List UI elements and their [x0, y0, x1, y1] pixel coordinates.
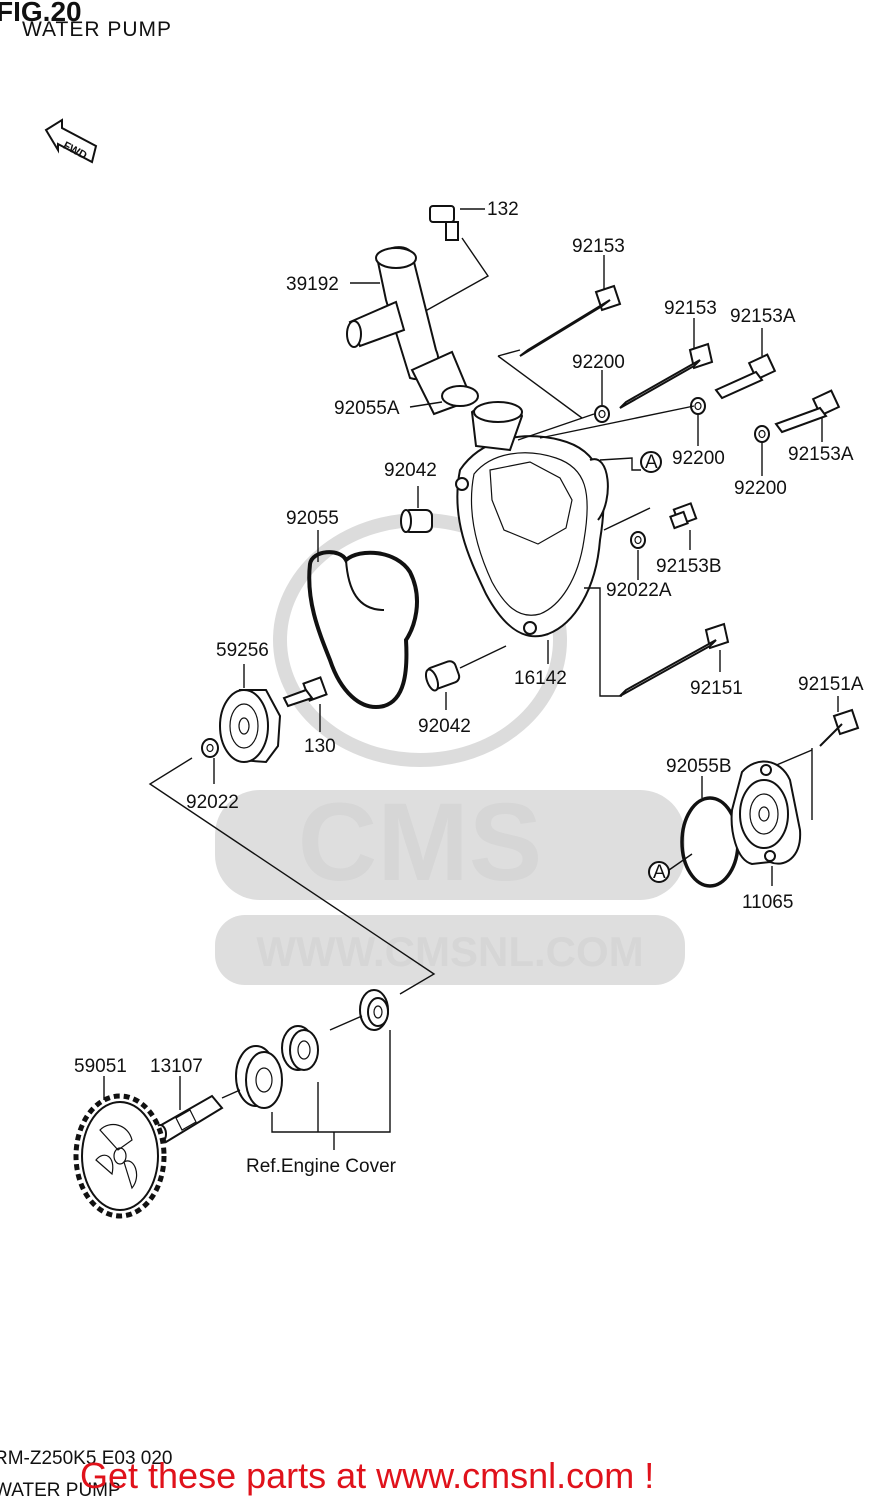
pump-cover-11065: [730, 760, 802, 886]
label-92153A-top: 92153A: [730, 306, 796, 327]
seal-ring: [329, 989, 389, 1031]
label-92200-low: 92200: [734, 478, 787, 499]
impeller-59256: [219, 664, 282, 764]
washer-92022: [201, 738, 219, 758]
washer-92200-low: [754, 425, 770, 443]
label-92042-low: 92042: [418, 716, 471, 737]
gear-59051: [73, 1076, 167, 1219]
ref-code: RM-Z250K5 E03 020: [0, 1448, 173, 1469]
ref-subtitle: WATER PUMP: [0, 1480, 121, 1501]
label-59256: 59256: [216, 640, 269, 661]
promo-link[interactable]: Get these parts at www.cmsnl.com !: [80, 1455, 655, 1496]
pump-housing-16142: [455, 401, 609, 638]
label-39192: 39192: [286, 274, 339, 295]
fwd-arrow-icon: FWD: [44, 118, 98, 164]
bolt-92151: [619, 622, 730, 697]
bolt-130: [282, 676, 328, 732]
watermark-url: WWW.CMSNL.COM: [256, 928, 643, 975]
bolt-92153B: [669, 502, 698, 550]
bolt-92151A: [819, 696, 860, 747]
label-92200-mid: 92200: [672, 448, 725, 469]
label-ref-engine-cover: Ref.Engine Cover: [246, 1156, 397, 1177]
label-92153-top: 92153: [572, 236, 625, 257]
label-92151A: 92151A: [798, 674, 864, 695]
bearing-large: [221, 1045, 283, 1109]
label-92055: 92055: [286, 508, 339, 529]
figure-title: FIG.20: [0, 0, 82, 27]
label-92200-top: 92200: [572, 352, 625, 373]
figure-subtitle: WATER PUMP: [22, 18, 172, 41]
label-92022A: 92022A: [606, 580, 672, 601]
watermark: CMS WWW.CMSNL.COM: [215, 513, 685, 985]
dowel-92042-top: [400, 486, 433, 533]
label-92153B: 92153B: [656, 556, 722, 577]
label-92022: 92022: [186, 792, 239, 813]
label-92151: 92151: [690, 678, 743, 699]
gasket-92055: [307, 530, 419, 709]
label-11065: 11065: [742, 892, 793, 913]
label-132: 132: [487, 199, 519, 220]
label-13107: 13107: [150, 1056, 203, 1077]
bearing-small: [281, 1025, 319, 1071]
oring-92055A: [441, 385, 479, 407]
label-130: 130: [304, 736, 336, 757]
label-16142: 16142: [514, 668, 567, 689]
bolt-92153A-top: [714, 328, 777, 400]
label-92055B: 92055B: [666, 756, 732, 777]
washer-92200-top: [594, 405, 610, 423]
marker-a-top-label: A: [645, 452, 658, 473]
bolt-132: [419, 205, 490, 315]
dowel-92042-low: [424, 645, 507, 710]
label-92042-top: 92042: [384, 460, 437, 481]
label-92153-mid: 92153: [664, 298, 717, 319]
label-59051: 59051: [74, 1056, 127, 1077]
oring-92055B: [680, 796, 740, 888]
marker-a-top: [640, 451, 662, 473]
marker-a-low-label: A: [653, 862, 666, 883]
marker-a-low: [648, 861, 670, 883]
washer-92022A: [630, 531, 646, 549]
bolt-92153A-mid: [774, 389, 841, 442]
bolt-92153-mid: [619, 318, 714, 409]
shaft-13107: [153, 1076, 224, 1144]
bolt-92153-top: [519, 255, 622, 357]
watermark-brand: CMS: [298, 781, 542, 904]
label-92055A: 92055A: [334, 398, 400, 419]
hose-39192: [346, 246, 474, 416]
label-92153A-mid: 92153A: [788, 444, 854, 465]
